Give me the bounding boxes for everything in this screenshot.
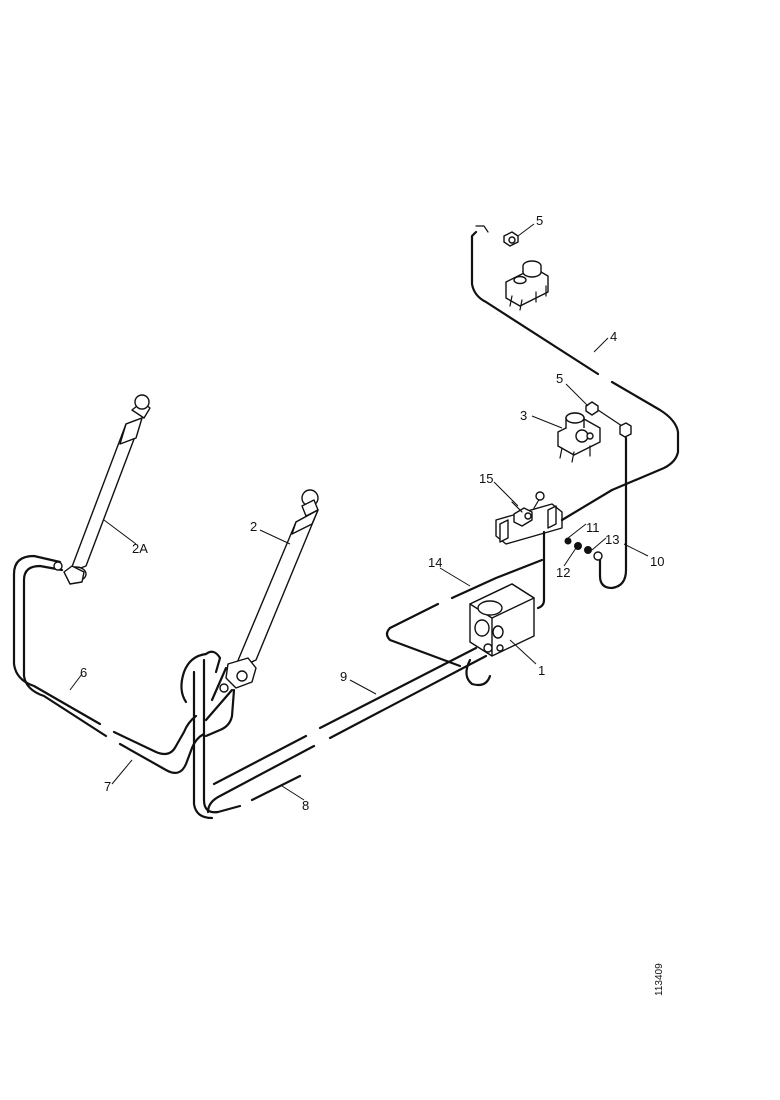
label-8: 8 xyxy=(302,798,309,813)
pump-block-1 xyxy=(469,583,535,657)
figure-reference: 113409 xyxy=(654,963,665,996)
label-1: 1 xyxy=(538,663,545,678)
valve-15-bracket xyxy=(495,491,563,545)
label-10: 10 xyxy=(650,554,664,569)
label-13: 13 xyxy=(605,532,619,547)
fittings-11-12-13 xyxy=(564,537,603,561)
leader-lines xyxy=(69,223,649,801)
cylinder-2a xyxy=(53,394,151,585)
pipe-10 xyxy=(598,436,628,590)
pipe-6 xyxy=(12,554,198,756)
label-3: 3 xyxy=(520,408,527,423)
callout-labels: 5 4 5 3 15 11 13 12 10 14 2A 2 1 9 6 7 8 xyxy=(80,213,664,813)
label-4: 4 xyxy=(610,329,617,344)
label-5-top: 5 xyxy=(536,213,543,228)
pipe-8 xyxy=(192,658,302,820)
label-2a: 2A xyxy=(132,541,148,556)
valve-5-top xyxy=(503,231,519,247)
label-2: 2 xyxy=(250,519,257,534)
label-6: 6 xyxy=(80,665,87,680)
label-15: 15 xyxy=(479,471,493,486)
label-5-mid: 5 xyxy=(556,371,563,386)
valve-3 xyxy=(557,401,632,463)
cylinder-2 xyxy=(204,489,319,738)
pipe-14 xyxy=(385,558,544,668)
pipe-7 xyxy=(22,564,208,775)
pipe-4 xyxy=(470,225,680,492)
label-11: 11 xyxy=(586,520,600,535)
label-9: 9 xyxy=(340,669,347,684)
label-14: 14 xyxy=(428,555,442,570)
pipe-bracket-to-pump xyxy=(536,488,614,610)
control-valve-top xyxy=(505,260,549,311)
label-12: 12 xyxy=(556,565,570,580)
label-7: 7 xyxy=(104,779,111,794)
